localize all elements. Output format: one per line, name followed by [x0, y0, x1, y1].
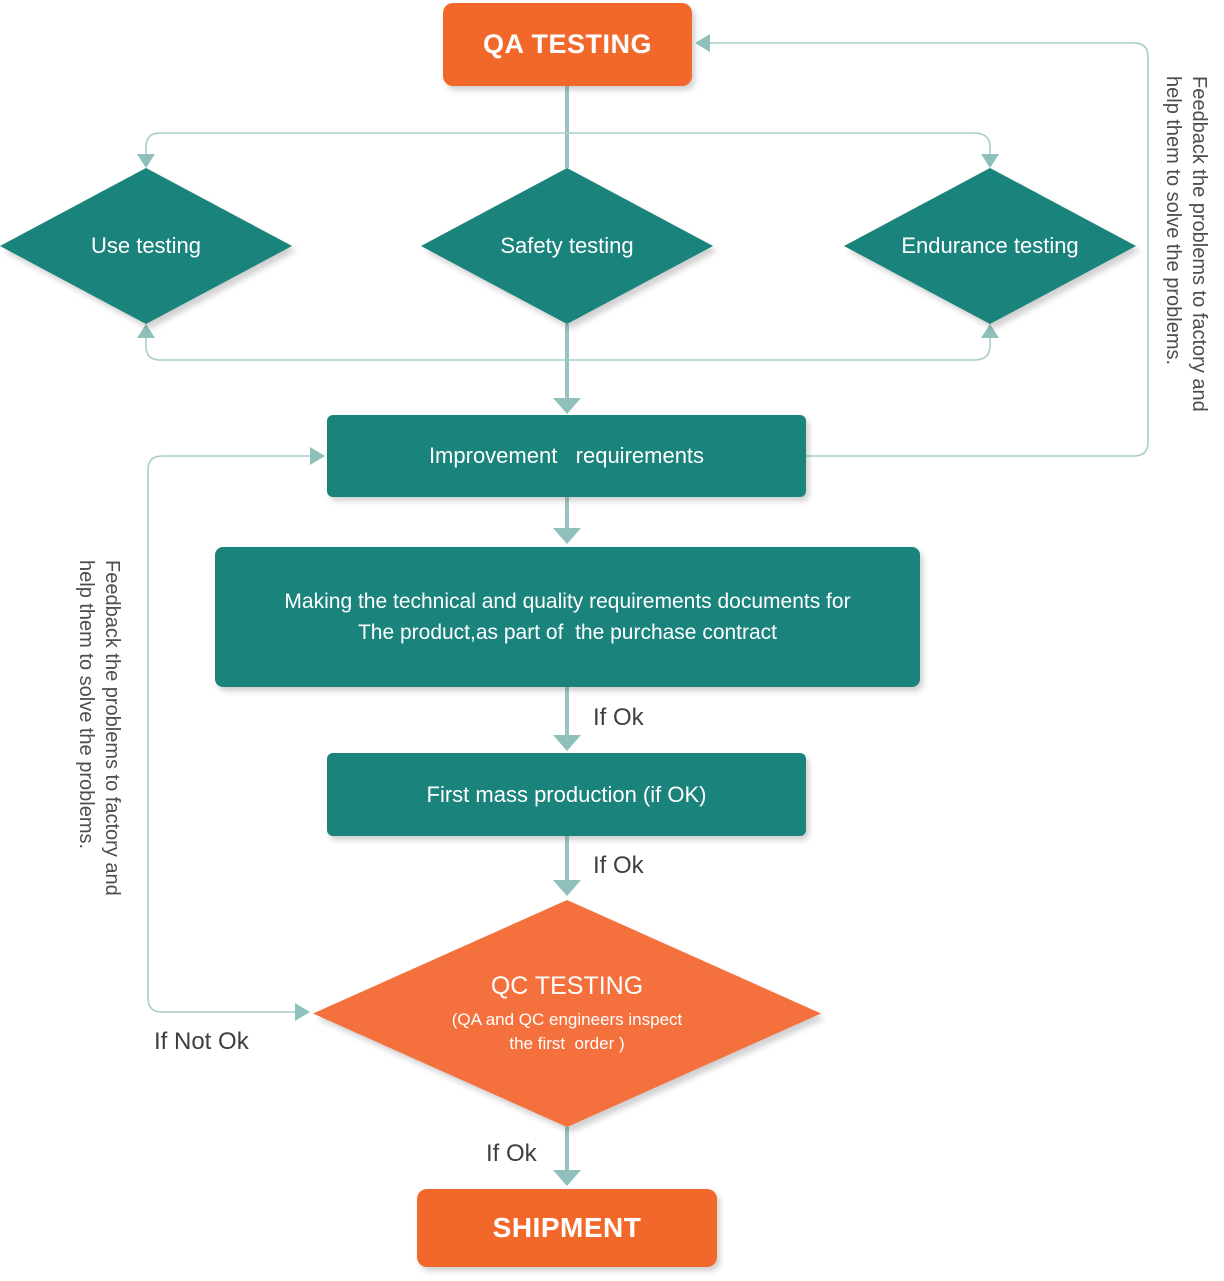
node-first-mass-production-label: First mass production (if OK) — [426, 781, 707, 807]
node-qa-testing-label: QA TESTING — [482, 29, 652, 59]
edge-top-branch — [145, 132, 991, 154]
arrowhead-into-endurance-testing — [981, 154, 999, 168]
arrowhead-into-shipment — [553, 1170, 581, 1186]
node-use-testing-label: Use testing — [90, 233, 202, 258]
side-note-right: Feedback the problems to factory and hel… — [1162, 76, 1210, 412]
edge-label-if-ok-bottom: If Ok — [486, 1140, 537, 1167]
edge-feedback-left — [147, 455, 310, 1013]
node-qc-testing-subtitle: (QA and QC engineers inspect the first o… — [451, 1009, 683, 1053]
endurance-testing-diamond-shape: Endurance testing — [844, 168, 1136, 324]
node-improvement-requirements: Improvement requirements — [327, 415, 806, 497]
safety-testing-diamond-shape: Safety testing — [421, 168, 713, 324]
arrowhead-into-qa-testing — [695, 34, 710, 52]
arrowhead-into-use-testing-bottom — [137, 324, 155, 338]
edge-label-if-ok-top: If Ok — [593, 704, 644, 731]
node-use-testing: Use testing — [0, 168, 292, 324]
node-qa-testing: QA TESTING — [443, 3, 692, 86]
arrowhead-into-endurance-testing-bottom — [981, 324, 999, 338]
arrowhead-into-improvement-left — [310, 447, 325, 465]
use-testing-diamond-shape: Use testing — [0, 168, 292, 324]
node-endurance-testing: Endurance testing — [844, 168, 1136, 324]
node-first-mass-production: First mass production (if OK) — [327, 753, 806, 836]
edge-feedback-right — [710, 42, 1149, 457]
node-shipment: SHIPMENT — [417, 1189, 717, 1267]
node-shipment-label: SHIPMENT — [492, 1212, 642, 1243]
arrowhead-into-firstmass — [553, 735, 581, 751]
arrowhead-into-improvement — [553, 398, 581, 414]
node-qc-testing-title: QC TESTING — [490, 971, 644, 1000]
edge-label-if-ok-mid: If Ok — [593, 852, 644, 879]
arrowhead-into-making — [553, 528, 581, 544]
arrowhead-into-use-testing — [137, 154, 155, 168]
node-qc-testing: QC TESTING (QA and QC engineers inspect … — [313, 900, 821, 1127]
node-safety-testing: Safety testing — [421, 168, 713, 324]
node-endurance-testing-label: Endurance testing — [901, 233, 1079, 258]
arrowhead-into-qc-left — [295, 1003, 310, 1021]
node-improvement-requirements-label: Improvement requirements — [428, 443, 705, 468]
qc-testing-diamond-shape: QC TESTING (QA and QC engineers inspect … — [313, 900, 821, 1127]
side-note-left: Feedback the problems to factory and hel… — [75, 560, 123, 896]
node-making-documents: Making the technical and quality require… — [215, 547, 920, 687]
node-safety-testing-label: Safety testing — [500, 233, 634, 258]
node-making-documents-label: Making the technical and quality require… — [284, 590, 851, 644]
arrowhead-into-qc — [553, 880, 581, 896]
edge-label-if-not-ok: If Not Ok — [154, 1028, 249, 1055]
